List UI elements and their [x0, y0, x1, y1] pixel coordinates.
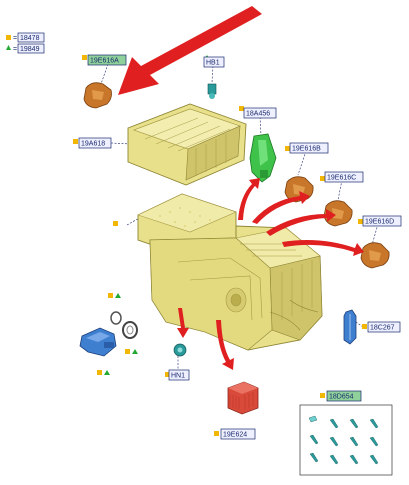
red-pointer-arrows	[177, 178, 364, 370]
callout-19e616a: 19E616A	[87, 54, 127, 66]
hvac-main-housing	[137, 193, 323, 351]
legend-square-icon	[6, 35, 11, 40]
seal-18c267	[343, 309, 357, 345]
screw-icons	[308, 415, 379, 465]
legend-code-2: 19849	[20, 46, 40, 53]
svg-text:HN1: HN1	[171, 373, 185, 380]
svg-text:HB1: HB1	[206, 60, 220, 67]
legend-code-1: 18478	[20, 35, 40, 42]
actuator-19e616a	[83, 82, 112, 109]
callout-19e616b: 19E616B	[289, 142, 329, 154]
svg-text:18A456: 18A456	[246, 111, 270, 118]
actuator-19e616d	[360, 242, 390, 269]
seal-rings	[110, 311, 138, 339]
callout-19e616d: 19E616D	[362, 215, 402, 227]
svg-text:19E616B: 19E616B	[292, 146, 321, 153]
callout-18a456: 18A456	[243, 107, 277, 119]
callout-18c267: 18C267	[367, 321, 401, 333]
green-part-18a456	[249, 133, 277, 183]
callout-19e616c: 19E616C	[324, 171, 364, 183]
svg-text:18D654: 18D654	[329, 394, 354, 401]
svg-text:19E624: 19E624	[223, 432, 247, 439]
svg-text:19E616A: 19E616A	[90, 58, 119, 65]
screw-kit-box	[299, 404, 393, 476]
callout-19a618: 19A618	[78, 137, 112, 149]
legend: = 18478 = 19849	[6, 32, 45, 54]
svg-text:19E616D: 19E616D	[365, 219, 394, 226]
svg-text:=: =	[13, 35, 17, 42]
svg-text:18C267: 18C267	[370, 325, 395, 332]
svg-text:19A618: 19A618	[81, 141, 105, 148]
connector-hb1	[207, 83, 217, 99]
grommet-hn1	[173, 343, 187, 357]
main-red-arrow	[118, 6, 262, 95]
blower-motor-blue	[79, 327, 117, 357]
heater-grid-19e624	[227, 381, 259, 415]
callout-hb1: HB1	[203, 56, 225, 68]
callout-18d654: 18D654	[326, 390, 362, 402]
legend-triangle-icon	[6, 45, 11, 50]
svg-text:19E616C: 19E616C	[327, 175, 356, 182]
svg-text:=: =	[13, 46, 17, 53]
filter-housing-19a618	[127, 103, 247, 186]
callout-hn1: HN1	[168, 369, 190, 381]
callout-19e624: 19E624	[220, 428, 256, 440]
